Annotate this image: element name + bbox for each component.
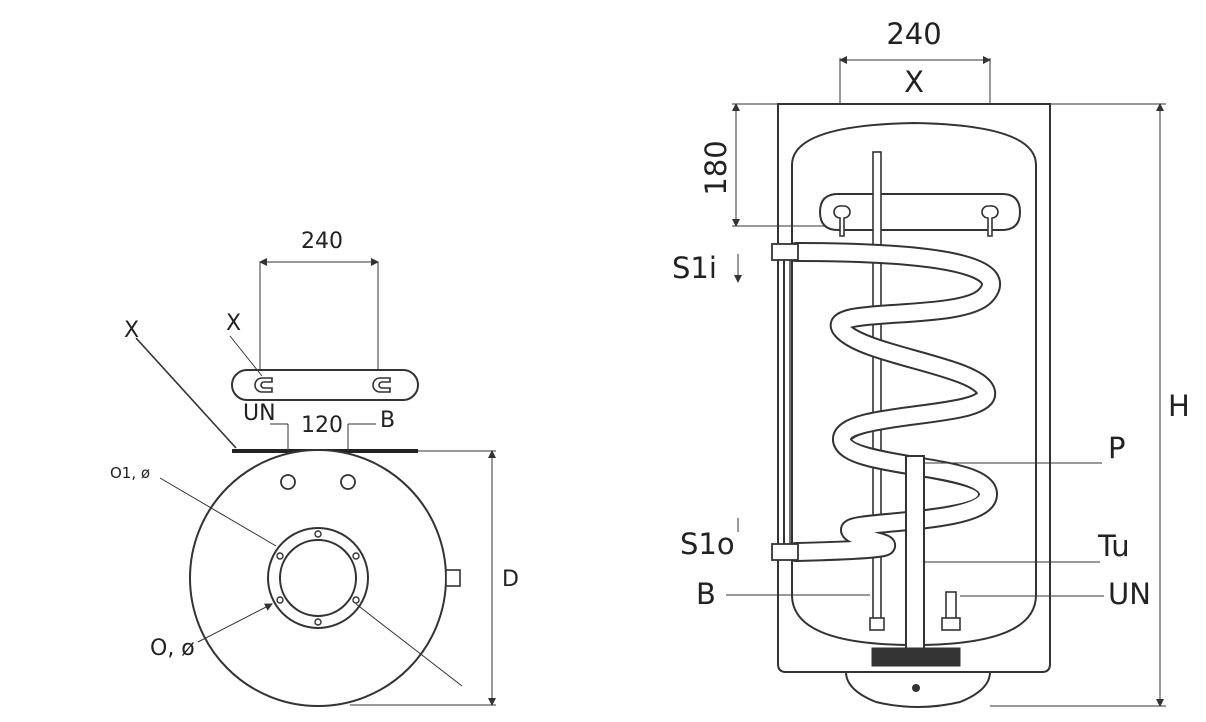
top-diameter-dimension: D	[350, 450, 519, 706]
side-coil-inlet-label: S1i	[672, 251, 717, 285]
top-inlet-label: UN	[243, 401, 276, 426]
top-view: 240 X X UN 120 B	[110, 229, 519, 707]
side-pocket-label: P	[1108, 431, 1126, 465]
side-height-label: H	[1168, 389, 1190, 423]
side-view: 240 X 180	[672, 17, 1190, 708]
side-mounting-bracket	[818, 193, 1022, 237]
side-bracket-width-label: 240	[886, 17, 941, 51]
top-mounting-bracket	[231, 369, 419, 401]
side-bracket-height-dimension: 180	[699, 103, 840, 227]
sensor-pocket	[905, 455, 925, 655]
side-bracket-height-label: 180	[699, 140, 733, 195]
top-diameter-label: D	[502, 567, 519, 592]
side-sensor-label: Tu	[1097, 529, 1130, 563]
coil-outlet-nozzle	[771, 543, 799, 561]
top-bracket-width-label: 240	[301, 229, 343, 254]
side-bracket-label: X	[904, 65, 924, 99]
side-inlet-label: UN	[1108, 577, 1151, 611]
side-height-dimension: H	[990, 103, 1190, 707]
inlet-port-circle	[280, 474, 296, 490]
top-spacing-label: 120	[301, 413, 343, 438]
top-port-label: O1, ø	[110, 464, 150, 482]
flange	[267, 527, 369, 629]
top-bracket-label: X	[226, 311, 241, 336]
coil-inlet-nozzle	[771, 243, 799, 261]
side-coil-outlet-label: S1o	[680, 527, 735, 561]
top-flange-label: O, ø	[150, 636, 195, 661]
side-outlet-label: B	[696, 577, 716, 611]
top-bracket-width-dimension: 240	[259, 229, 379, 392]
side-nozzle	[445, 569, 461, 587]
heat-exchanger-coil	[786, 242, 1001, 562]
top-wall-label: X	[124, 318, 139, 343]
bottom-control-cover	[844, 647, 992, 708]
outlet-port-circle	[340, 474, 356, 490]
top-outlet-label: B	[380, 408, 395, 433]
